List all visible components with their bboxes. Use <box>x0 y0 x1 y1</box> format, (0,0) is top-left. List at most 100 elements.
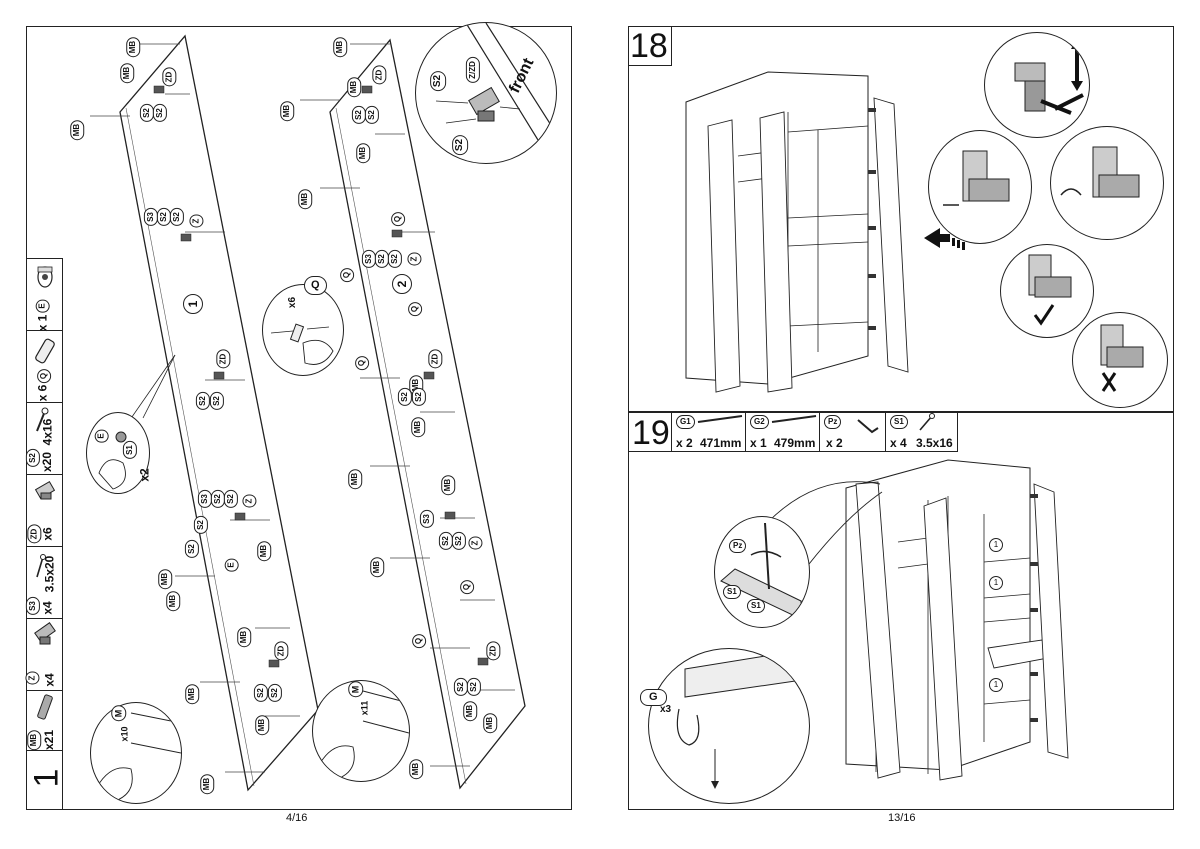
callout-mb: MB <box>166 590 181 612</box>
rail-icon <box>697 415 743 423</box>
pz-detail-s1-b: S1 <box>747 599 765 613</box>
bolt-left-code: M <box>111 705 127 722</box>
bolt-left-drawing <box>96 712 181 802</box>
callout-mb: MB <box>126 36 141 58</box>
pz-detail-s1-a: S1 <box>723 585 741 599</box>
callout-s2: S2 <box>351 106 366 124</box>
hinge-detail-wrong <box>1072 312 1168 408</box>
cam-code-s1: S1 <box>122 441 137 459</box>
callout-s2: S2 <box>139 104 154 122</box>
callout-s2: S2 <box>193 516 208 534</box>
parts-list-sidebar: E x 1 Q x 6 4x16 S2 x20 ZD x6 3.5x20 <box>25 258 65 810</box>
callout-s3: S3 <box>361 250 376 268</box>
callout-mb: MB <box>370 556 385 578</box>
part-z: Z x4 <box>25 618 63 690</box>
g-detail-qty: x3 <box>660 704 672 715</box>
callout-s2: S2 <box>374 250 389 268</box>
callout-s3: S3 <box>197 490 212 508</box>
dowel-icon <box>35 338 55 364</box>
part-pz: Pz x 2 <box>820 412 886 452</box>
callout-mb: MB <box>237 626 252 648</box>
callout-mb: MB <box>441 474 456 496</box>
callout-mb: MB <box>70 119 85 141</box>
part-q: Q x 6 <box>27 330 63 402</box>
callout-zd: ZD <box>274 641 289 661</box>
wardrobe-step-19-drawing <box>767 459 1069 781</box>
hinge-clip-1-drawing <box>943 150 1010 206</box>
callout-q: Q <box>355 355 370 371</box>
cam-lock-icon <box>37 266 53 288</box>
hinge-wrong-drawing <box>1100 324 1144 392</box>
bolt-right-drawing <box>318 690 409 780</box>
handle-drawing <box>676 649 809 789</box>
pz-bracket-drawing <box>720 522 802 620</box>
cross-icon <box>1101 372 1117 392</box>
dowel-hand-drawing <box>270 323 334 365</box>
callout-mb: MB <box>411 416 426 438</box>
hinge-icon <box>34 622 56 645</box>
step-19-number-cell: 19 <box>628 412 672 452</box>
callout-mb: MB <box>333 36 348 58</box>
callout-q: Q <box>340 267 355 283</box>
minifix-bolt-icon <box>37 694 53 720</box>
part-s1-code: S1 <box>890 415 908 429</box>
callout-s2: S2 <box>169 208 184 226</box>
step-1-cell: 1 <box>27 750 65 810</box>
cam-code-e: E <box>94 429 109 443</box>
part-g2-code: G2 <box>750 415 769 429</box>
dowel-code: Q <box>304 276 327 295</box>
marker-1: 1 <box>989 678 1003 692</box>
detail-s2-bottom: S2 <box>452 134 469 156</box>
marker-1: 1 <box>989 576 1003 590</box>
g-detail-circle <box>648 648 810 804</box>
screw-icon <box>36 554 46 578</box>
part-s1-size: 3.5x16 <box>916 436 953 450</box>
callout-s2: S2 <box>411 388 426 406</box>
part-g2-qty: x 1 <box>750 436 767 450</box>
callout-zd: ZD <box>216 349 231 369</box>
marker-1: 1 <box>989 538 1003 552</box>
callout-s2: S2 <box>195 392 210 410</box>
callout-s2: S2 <box>184 540 199 558</box>
pz-detail-code: Pz <box>729 539 747 553</box>
dowel-qty: x6 <box>287 296 299 309</box>
callout-z: Z <box>407 252 422 266</box>
callout-s2: S2 <box>451 532 466 550</box>
part-g1-code: G1 <box>676 415 695 429</box>
panel-label-2: 2 <box>392 274 412 294</box>
callout-z: Z <box>242 494 257 508</box>
callout-s2: S2 <box>364 106 379 124</box>
step-18-number-box: 18 <box>628 26 672 66</box>
hinge-ok-drawing <box>1028 254 1072 326</box>
hinge-detail-ok <box>1000 244 1094 338</box>
part-g1-size: 471mm <box>700 436 742 450</box>
part-s3: 3.5x20 S3 x4 <box>25 546 63 618</box>
callout-zd: ZD <box>428 349 443 369</box>
callout-mb: MB <box>257 540 272 562</box>
callout-mb: MB <box>409 758 424 780</box>
callout-mb: MB <box>347 76 362 98</box>
callout-mb: MB <box>483 712 498 734</box>
part-zd: ZD x6 <box>27 474 63 546</box>
callout-s2: S2 <box>387 250 402 268</box>
hinge-detail-clip-1 <box>928 130 1032 244</box>
callout-e: E <box>224 558 239 572</box>
callout-mb: MB <box>120 62 135 84</box>
detail-s2-top: S2 <box>430 70 447 92</box>
part-s1: S1 x 4 3.5x16 <box>886 412 958 452</box>
bolt-detail-right: x11 <box>312 680 410 782</box>
part-mb: MB x21 <box>27 690 63 751</box>
hinge-plate-icon <box>34 480 56 500</box>
part-pz-code: Pz <box>824 415 842 429</box>
part-g1-qty: x 2 <box>676 436 693 450</box>
hinge-detail-adjust <box>984 32 1090 138</box>
callout-s2: S2 <box>210 490 225 508</box>
step-19-header: 19 G1 x 2 471mm G2 x 1 479mm Pz x 2 S1 x… <box>628 412 958 452</box>
cam-detail-circle: E S1 <box>86 412 150 494</box>
screw-icon <box>919 413 935 431</box>
wardrobe-step-18-drawing <box>685 71 965 393</box>
callout-zd: ZD <box>486 641 501 661</box>
callout-q: Q <box>412 633 427 649</box>
callout-z: Z <box>189 214 204 228</box>
panel-drawing-1 <box>90 34 526 792</box>
